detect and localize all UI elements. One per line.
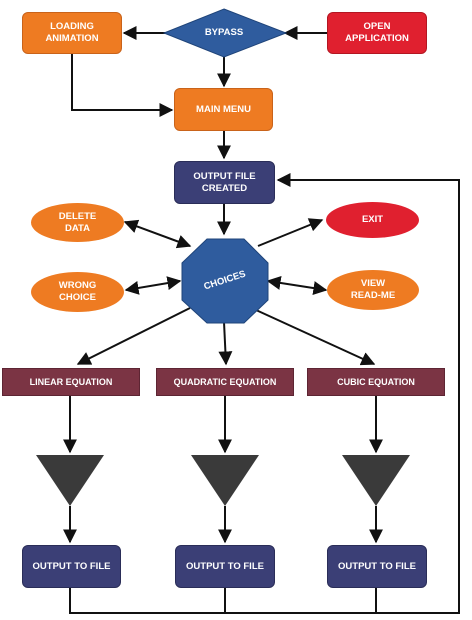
triangle-1 [36, 455, 104, 506]
wrong-choice-node: WRONG CHOICE [31, 272, 124, 312]
view-readme-node: VIEW READ-ME [327, 270, 419, 310]
arrow-loading-to-main [71, 53, 174, 117]
output-file-created-node: OUTPUT FILE CREATED [174, 161, 275, 204]
loop-back-line [69, 173, 460, 614]
arrow-choices-delete [123, 219, 192, 249]
triangle-3 [342, 455, 410, 506]
arrow-choices-linear [76, 307, 191, 365]
choices-octagon [181, 238, 269, 324]
arrow-choices-quadratic [218, 321, 233, 366]
output-to-file-node-3: OUTPUT TO FILE [327, 545, 427, 588]
delete-data-node: DELETE DATA [31, 203, 124, 242]
main-menu-node: MAIN MENU [174, 88, 273, 131]
open-application-node: OPEN APPLICATION [327, 12, 427, 54]
output-to-file-node-1: OUTPUT TO FILE [22, 545, 121, 588]
loading-animation-node: LOADING ANIMATION [22, 12, 122, 54]
arrow-choices-exit [257, 218, 324, 247]
arrow-choices-cubic [255, 309, 376, 366]
exit-node: EXIT [326, 202, 419, 238]
arrow-choices-readme [266, 276, 328, 295]
cubic-equation-node: CUBIC EQUATION [307, 368, 445, 396]
triangle-2 [191, 455, 259, 506]
output-to-file-node-2: OUTPUT TO FILE [175, 545, 275, 588]
arrow-choices-wrong [124, 276, 182, 295]
linear-equation-node: LINEAR EQUATION [2, 368, 140, 396]
bypass-diamond [162, 8, 288, 58]
quadratic-equation-node: QUADRATIC EQUATION [156, 368, 294, 396]
